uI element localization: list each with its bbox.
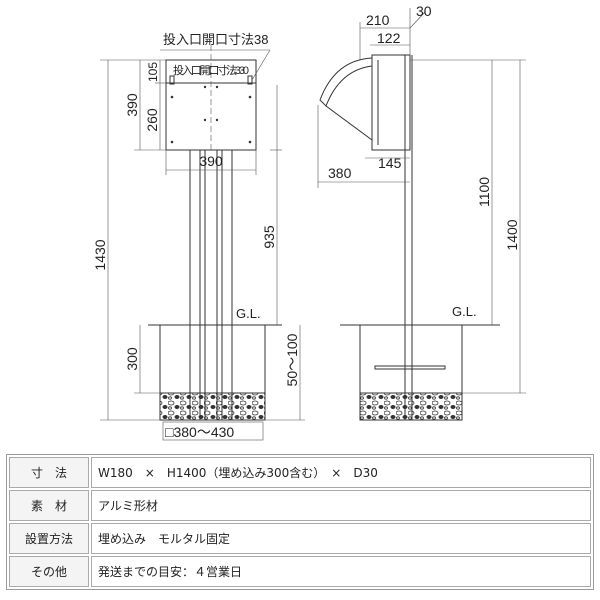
spec-label: 素 材 — [9, 490, 89, 521]
dim-145: 145 — [378, 155, 402, 171]
dim-260: 260 — [144, 108, 160, 132]
table-row: その他発送までの目安：４営業日 — [9, 556, 591, 587]
gravel-base-side — [359, 392, 463, 421]
dim-210: 210 — [366, 12, 390, 28]
gravel-base — [159, 392, 266, 421]
mailbox-side — [371, 54, 411, 151]
front-view: 投入口開口寸法38 投入口開口寸法330 1430 390 105 260 39… — [92, 32, 305, 441]
gl-label-front: G.L. — [236, 306, 261, 321]
spec-label: 寸 法 — [9, 457, 89, 488]
dim-30: 30 — [416, 3, 432, 19]
dim-50-100: 50〜100 — [284, 333, 300, 386]
side-view: 210 30 122 145 380 1100 1400 G.L. — [317, 3, 526, 421]
gl-label-side: G.L. — [452, 304, 477, 319]
dim-1400: 1400 — [504, 219, 520, 250]
footing-size-label: □380〜430 — [165, 424, 234, 440]
product-dimension-drawing: 投入口開口寸法38 投入口開口寸法330 1430 390 105 260 39… — [92, 3, 526, 441]
opening-330-label: 投入口開口寸法330 — [173, 63, 249, 77]
dim-122: 122 — [377, 30, 401, 46]
spec-value: 発送までの目安：４営業日 — [91, 556, 591, 587]
opening-38-label: 投入口開口寸法38 — [163, 32, 268, 47]
table-row: 素 材アルミ形材 — [9, 490, 591, 521]
dim-380: 380 — [328, 165, 352, 181]
spec-label: 設置方法 — [9, 523, 89, 554]
spec-value: W180 × H1400（埋め込み300含む） × D30 — [91, 457, 591, 488]
dim-390-width: 390 — [199, 153, 223, 169]
dim-1100: 1100 — [476, 177, 492, 207]
dim-390-height: 390 — [124, 93, 140, 117]
spec-label: その他 — [9, 556, 89, 587]
dim-1430: 1430 — [92, 239, 108, 270]
dim-935: 935 — [261, 225, 277, 249]
table-row: 設置方法埋め込み モルタル固定 — [9, 523, 591, 554]
dim-105: 105 — [146, 62, 160, 82]
spec-value: 埋め込み モルタル固定 — [91, 523, 591, 554]
spec-value: アルミ形材 — [91, 490, 591, 521]
dim-300: 300 — [124, 347, 140, 371]
